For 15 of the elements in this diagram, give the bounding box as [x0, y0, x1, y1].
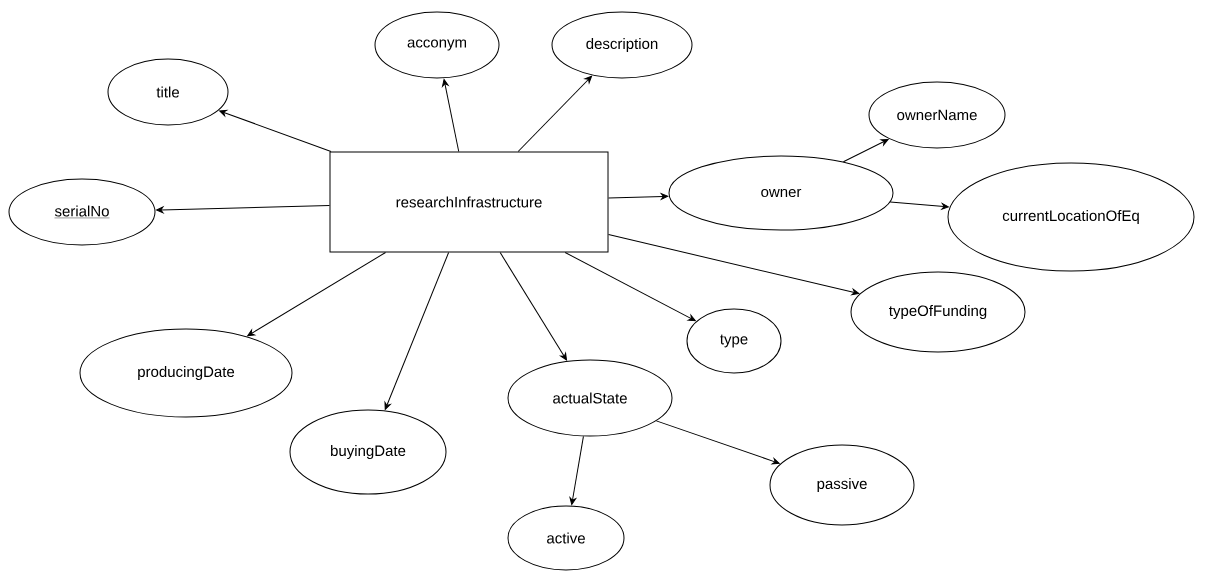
arrow — [499, 252, 567, 361]
arrow — [219, 109, 332, 152]
arrow — [517, 75, 593, 152]
arrow — [655, 420, 780, 465]
arrow — [156, 205, 330, 214]
arrow — [564, 252, 696, 322]
arrow — [889, 201, 949, 210]
arrow — [608, 234, 860, 296]
arrow — [442, 79, 460, 152]
arrow — [569, 435, 584, 505]
arrow — [842, 139, 889, 163]
arrow — [608, 193, 669, 200]
entity-box: researchInfrastructure — [329, 151, 609, 253]
arrow — [384, 252, 450, 410]
arrow — [247, 252, 387, 337]
